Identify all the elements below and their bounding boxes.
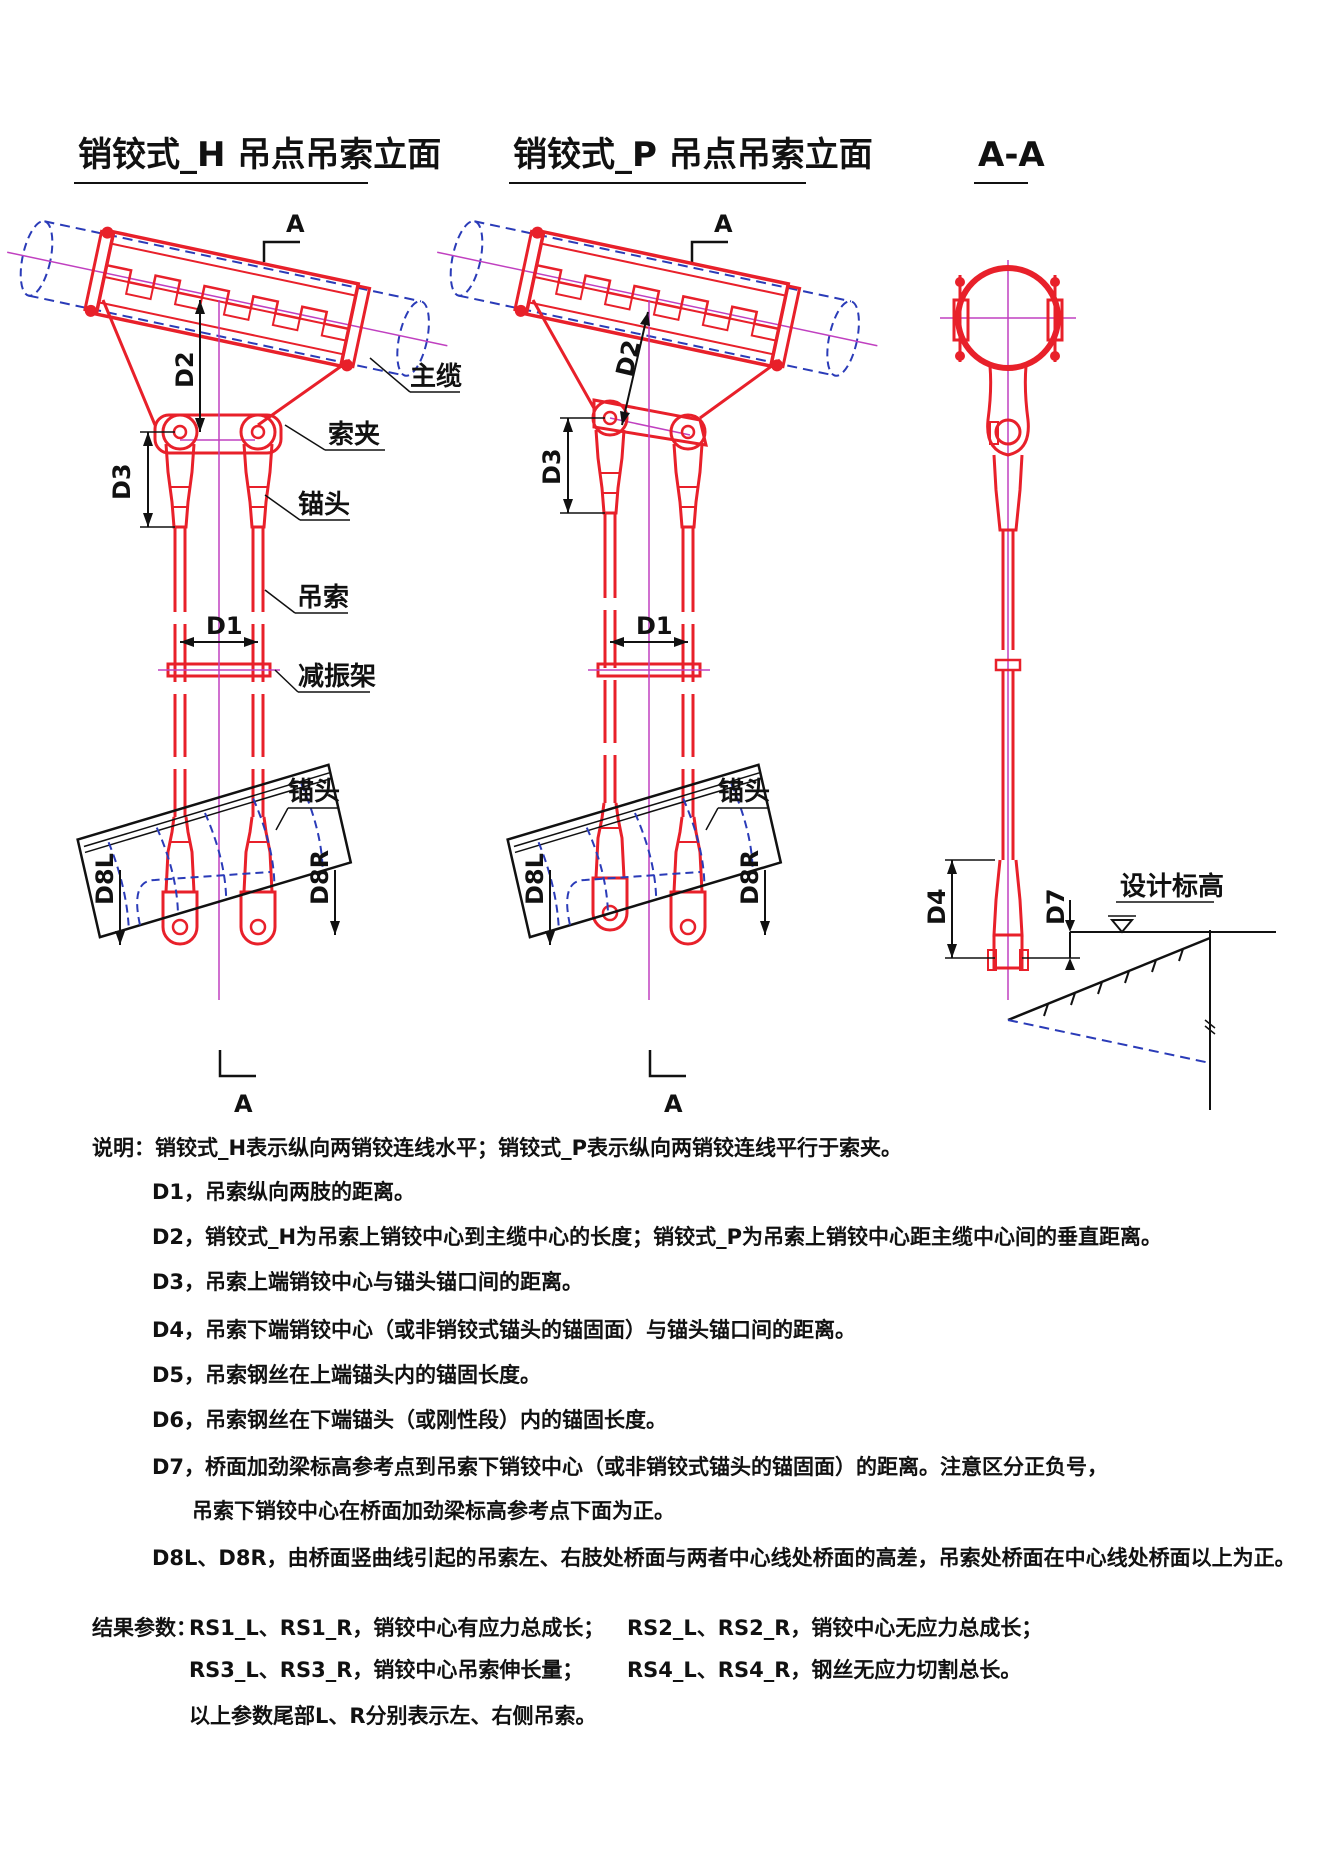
title-middle: 销铰式_P 吊点吊索立面: [513, 135, 873, 175]
note-d7-line1: D7，桥面加劲梁标高参考点到吊索下销铰中心（或非销铰式锚头的锚固面）的距离。注意…: [152, 1455, 1109, 1479]
results-footer: 以上参数尾部L、R分别表示左、右侧吊索。: [189, 1704, 597, 1728]
label-damper-frame: 减振架: [298, 662, 376, 692]
note-d6: D6，吊索钢丝在下端锚头（或刚性段）内的锚固长度。: [152, 1408, 668, 1432]
label-anchor-head-bottom: 锚头: [288, 777, 340, 807]
dim-d3-h: D3: [108, 463, 136, 500]
section-mark-top-left: A: [286, 210, 305, 238]
dim-d1-h: D1: [206, 612, 243, 640]
label-anchor-head-bottom-p: 锚头: [718, 777, 770, 807]
result-rs1: RS1_L、RS1_R，销铰中心有应力总成长；: [189, 1616, 605, 1640]
dim-d7: D7: [1042, 888, 1070, 925]
elevation-h: A D2 D3 D1: [0, 205, 462, 1118]
note-d8: D8L、D8R，由桥面竖曲线引起的吊索左、右肢处桥面与两者中心线处桥面的高差，吊…: [152, 1546, 1296, 1570]
dim-d8l-p: D8L: [521, 853, 549, 905]
dim-d2-h: D2: [171, 351, 199, 388]
note-d1: D1，吊索纵向两肢的距离。: [152, 1180, 416, 1204]
note-d2: D2，销铰式_H为吊索上销铰中心到主缆中心的长度；销铰式_P为吊索上销铰中心距主…: [152, 1225, 1163, 1249]
dim-d3-p: D3: [538, 448, 566, 485]
note-intro: 说明：销铰式_H表示纵向两销铰连线水平；销铰式_P表示纵向两销铰连线平行于索夹。: [92, 1136, 902, 1160]
dim-d1-p: D1: [636, 612, 673, 640]
note-d7-line2: 吊索下销铰中心在桥面加劲梁标高参考点下面为正。: [192, 1499, 675, 1523]
results-prefix: 结果参数：: [92, 1616, 197, 1640]
label-main-cable: 主缆: [410, 361, 462, 392]
engineering-drawing: 销铰式_H 吊点吊索立面 销铰式_P 吊点吊索立面 A-A A D2 D3: [0, 135, 1276, 1118]
note-d5: D5，吊索钢丝在上端锚头内的锚固长度。: [152, 1363, 542, 1387]
label-cable-clamp: 索夹: [328, 420, 380, 450]
section-mark-bottom-middle: A: [664, 1090, 683, 1118]
label-anchor-head-top: 锚头: [298, 490, 350, 520]
section-mark-bottom-left: A: [234, 1090, 253, 1118]
result-rs2: RS2_L、RS2_R，销铰中心无应力总成长；: [627, 1616, 1043, 1640]
note-d4: D4，吊索下端销铰中心（或非销铰式锚头的锚固面）与锚头锚口间的距离。: [152, 1318, 857, 1342]
dim-d4: D4: [923, 888, 951, 925]
label-suspender: 吊索: [297, 583, 349, 613]
section-a-a: D4 D7 设计标高: [923, 260, 1276, 1110]
result-rs4: RS4_L、RS4_R，钢丝无应力切割总长。: [627, 1658, 1022, 1682]
dim-d2-p: D2: [611, 337, 647, 379]
section-mark-top-middle: A: [714, 210, 733, 238]
result-rs3: RS3_L、RS3_R，销铰中心吊索伸长量；: [189, 1658, 584, 1682]
label-design-elevation: 设计标高: [1120, 871, 1224, 902]
elevation-p: A D2 D3 D1 D8L: [425, 205, 889, 1118]
note-d3: D3，吊索上端销铰中心与锚头锚口间的距离。: [152, 1270, 584, 1294]
dim-d8r-h: D8R: [306, 850, 334, 905]
title-left: 销铰式_H 吊点吊索立面: [78, 135, 441, 175]
dim-d8l-h: D8L: [91, 853, 119, 905]
dim-d8r-p: D8R: [736, 850, 764, 905]
title-right: A-A: [978, 135, 1045, 175]
